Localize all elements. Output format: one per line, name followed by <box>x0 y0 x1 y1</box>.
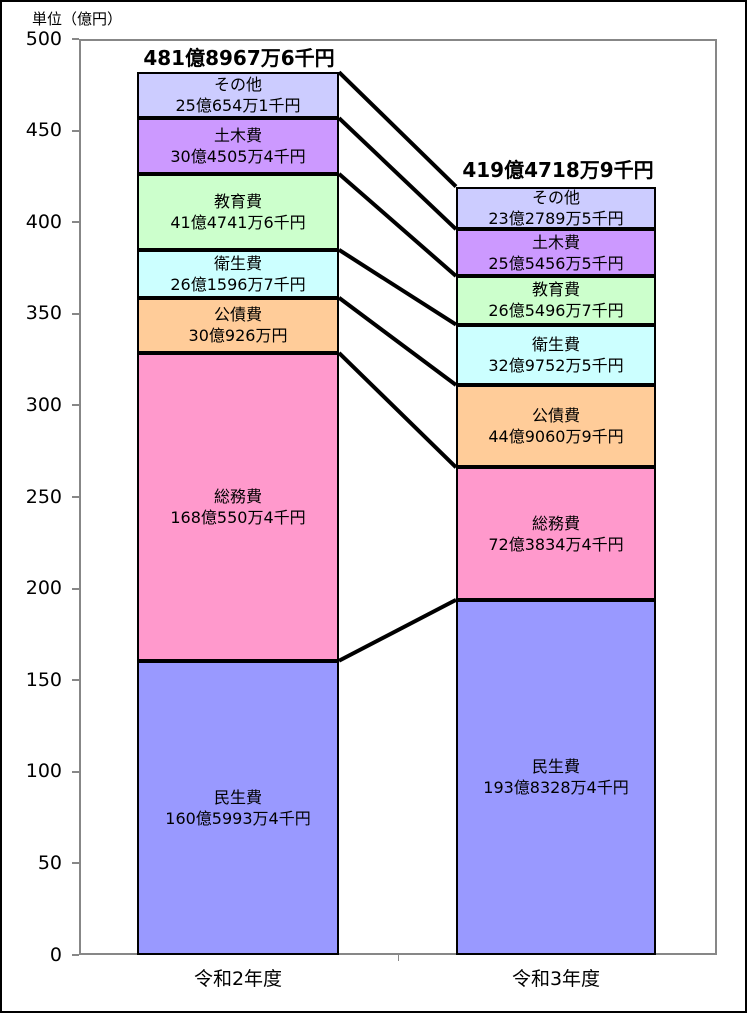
segment-name: 総務費 <box>213 486 262 506</box>
y-axis-tick-mark <box>72 129 79 132</box>
segment-value: 168億550万4千円 <box>170 507 306 527</box>
y-axis-tick-label: 400 <box>25 210 62 233</box>
segment-value: 32億9752万5千円 <box>488 355 624 375</box>
segment-name: 公債費 <box>213 305 262 325</box>
x-axis-tick-mark <box>398 955 399 961</box>
segment-name: 土木費 <box>531 232 580 252</box>
y-axis-tick-mark <box>72 38 79 40</box>
y-axis-tick-mark <box>72 312 79 315</box>
y-axis-tick-label: 250 <box>25 485 62 508</box>
y-axis-tick-mark <box>72 404 79 407</box>
y-axis-tick-mark <box>72 221 79 224</box>
x-axis-label-reiwa2: 令和2年度 <box>193 968 283 990</box>
y-axis-tick-mark <box>72 954 79 956</box>
segment-name: その他 <box>531 187 580 207</box>
segment-name: 教育費 <box>213 191 262 211</box>
segment-name: 教育費 <box>531 280 580 300</box>
segment-value: 26億1596万7千円 <box>170 274 306 294</box>
y-axis-tick-mark <box>72 770 79 773</box>
segment-name: 土木費 <box>213 125 262 145</box>
segment-name: 公債費 <box>531 406 580 426</box>
segment-name: 民生費 <box>213 787 262 807</box>
segment-name: 総務費 <box>531 513 580 533</box>
segment-value: 23億2789万5千円 <box>488 208 624 228</box>
x-axis-label-reiwa3: 令和3年度 <box>511 968 601 990</box>
y-axis-tick-label: 500 <box>25 27 62 50</box>
segment-value: 193億8328万4千円 <box>483 778 629 798</box>
y-axis-tick-label: 0 <box>49 943 62 966</box>
y-axis-tick-label: 100 <box>25 760 62 783</box>
y-axis-tick-label: 450 <box>25 119 62 142</box>
y-axis-tick-mark <box>72 496 79 498</box>
segment-name: その他 <box>213 75 262 95</box>
segment-value: 26億5496万7千円 <box>488 301 624 321</box>
segment-name: 衛生費 <box>531 334 580 354</box>
y-axis-tick-mark <box>72 679 79 682</box>
y-axis-tick-label: 350 <box>25 302 62 325</box>
segment-name: 衛生費 <box>213 253 262 273</box>
segment-value: 25億654万1千円 <box>175 96 301 116</box>
y-axis-tick-label: 150 <box>25 668 62 691</box>
segment-name: 民生費 <box>531 757 580 777</box>
segment-value: 44億9060万9千円 <box>488 427 624 447</box>
segment-value: 30億926万円 <box>188 326 288 346</box>
y-axis-tick-mark <box>72 587 79 590</box>
segment-value: 30億4505万4千円 <box>170 146 306 166</box>
segment-value: 41億4741万6千円 <box>170 212 306 232</box>
y-axis-tick-label: 300 <box>25 393 62 416</box>
y-axis-tick-label: 50 <box>37 851 62 874</box>
y-axis-tick-mark <box>72 862 79 865</box>
axis-unit-label: 単位（億円） <box>32 10 123 28</box>
bar-total-label-left: 481億8967万6千円 <box>143 46 335 70</box>
segment-value: 160億5993万4千円 <box>165 808 311 828</box>
segment-value: 25億5456万5千円 <box>488 253 624 273</box>
y-axis-tick-label: 200 <box>25 577 62 600</box>
bar-total-label-right: 419億4718万9千円 <box>462 158 654 182</box>
segment-value: 72億3834万4千円 <box>488 534 624 554</box>
